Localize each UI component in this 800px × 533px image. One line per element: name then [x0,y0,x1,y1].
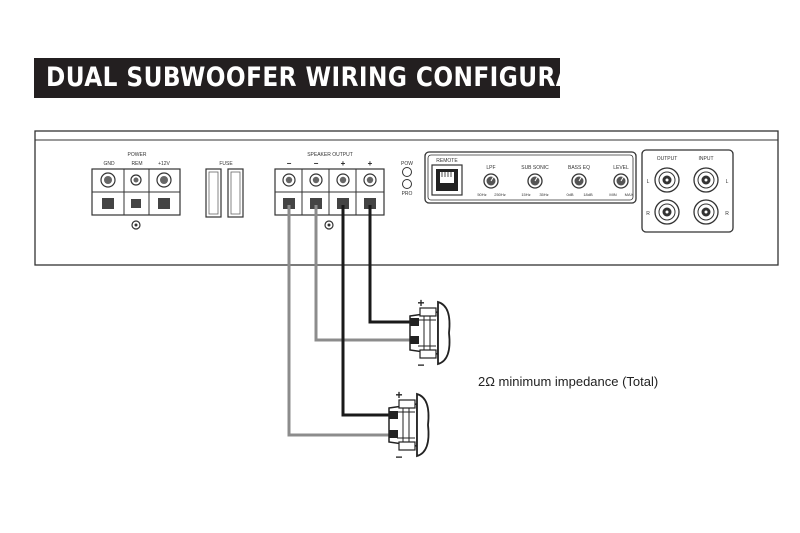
svg-text:15Hz: 15Hz [521,192,530,197]
sub-2-minus-label: − [395,450,402,464]
power-block: POWER GND REM +12V [91,152,181,230]
rem-terminal-screw [130,174,142,186]
pro-led-icon [402,179,412,189]
impedance-note: 2Ω minimum impedance (Total) [478,374,658,389]
remote-label: REMOTE [436,158,458,164]
wire-plus-2-to-sub-1 [368,205,414,324]
svg-text:0dB: 0dB [566,192,573,197]
speaker-polarity-3: + [341,159,346,168]
svg-text:50Hz: 50Hz [477,192,486,197]
svg-text:35Hz: 35Hz [539,192,548,197]
sub-1-minus-label: − [417,358,424,372]
speaker-output-block: SPEAKER OUTPUT − − + + [274,152,385,230]
rca-output-right-label: R [646,211,650,217]
speaker-terminal-screws [282,173,377,187]
gnd-terminal-screw [100,172,116,188]
power-label: POWER [128,152,147,158]
pro-label: PRO [402,191,413,197]
rem-terminal-socket [131,199,141,208]
fuse-1 [205,168,222,218]
knob-sub-sonic[interactable]: SUB SONIC 15Hz 35Hz [521,165,549,197]
knob-lpf[interactable]: LPF 50Hz 250Hz [477,165,505,197]
plus12v-terminal-socket [158,198,170,209]
knob-bass-eq[interactable]: BASS EQ 0dB 18dB [566,165,593,197]
subwoofer-2: + − [388,388,430,464]
svg-text:BASS EQ: BASS EQ [568,165,590,171]
remote-jack-icon [431,164,463,196]
page-title: DUAL SUBWOOFER WIRING CONFIGURATION [46,62,638,93]
pow-label: POW [401,161,413,167]
rca-output-label: OUTPUT [657,156,678,162]
rca-panel: OUTPUT INPUT L R L R [641,149,734,233]
gnd-label: GND [103,161,115,167]
speaker-polarity-4: + [368,159,373,168]
svg-text:LEVEL: LEVEL [613,165,629,171]
rca-input-right-label: R [725,211,729,217]
speaker-output-label: SPEAKER OUTPUT [307,152,353,158]
speaker-polarity-1: − [287,159,292,168]
knob-level[interactable]: LEVEL MIN MAX [609,165,633,197]
pow-led-icon [402,167,412,177]
fuse-block: FUSE [205,161,244,218]
wire-minus-1-to-sub-2 [287,205,393,437]
fuse-2 [227,168,244,218]
sub-2-plus-label: + [395,388,402,402]
svg-text:SUB SONIC: SUB SONIC [521,165,549,171]
rca-input-left-label: L [726,179,729,185]
title-banner: DUAL SUBWOOFER WIRING CONFIGURATION [34,58,637,98]
rca-output-left-label: L [647,179,650,185]
plus12v-terminal-screw [156,172,172,188]
svg-text:18dB: 18dB [583,192,593,197]
gnd-terminal-socket [102,198,114,209]
subwoofer-1: + − [409,296,451,372]
rem-label: REM [131,161,142,167]
rca-jack-icons [654,167,719,225]
wire-minus-2-to-sub-1 [314,205,414,342]
wire-plus-1-to-sub-2 [341,205,393,417]
svg-text:MAX: MAX [625,192,634,197]
speaker-polarity-2: − [314,159,319,168]
sub-1-plus-label: + [417,296,424,310]
rca-input-label: INPUT [699,156,714,162]
plus12v-label: +12V [158,161,170,167]
wires [287,205,414,437]
fuse-label: FUSE [219,161,233,167]
svg-text:LPF: LPF [486,165,495,171]
indicator-leds: POW PRO [401,161,413,197]
control-panel: REMOTE LPF 50Hz 250Hz SUB SONIC 15Hz 35H… [424,151,637,204]
svg-text:250Hz: 250Hz [494,192,506,197]
svg-text:MIN: MIN [609,192,616,197]
speaker-terminal-sockets [283,198,376,209]
